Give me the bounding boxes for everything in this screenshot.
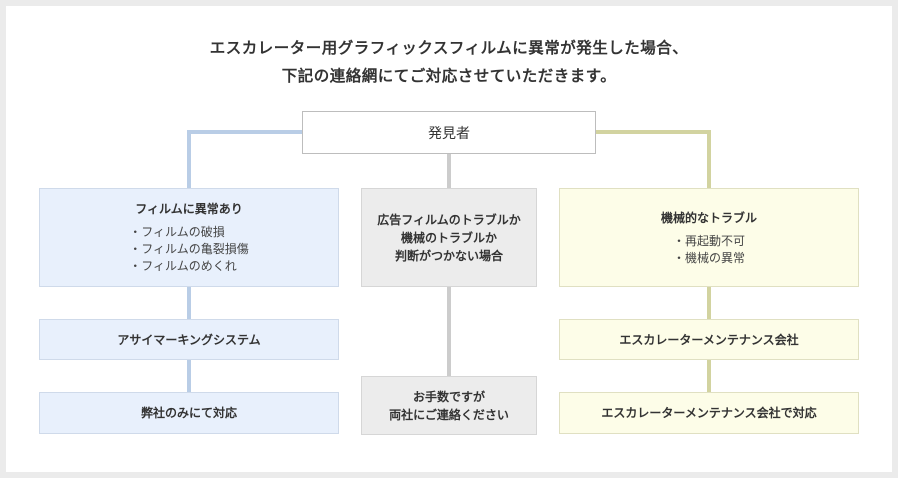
asai-marking-label: アサイマーキングシステム	[117, 332, 261, 347]
maintenance-handles-box: エスカレーターメンテナンス会社で対応	[559, 392, 859, 434]
contact-both-line-1: お手数ですが	[412, 389, 485, 404]
connector-blue-vertical-top	[187, 130, 191, 189]
list-item: 機械の異常	[673, 250, 745, 267]
connector-blue-vertical-mid	[187, 286, 191, 320]
connector-yellow-horizontal	[595, 130, 711, 134]
film-issue-box: フィルムに異常あり フィルムの破損 フィルムの亀裂損傷 フィルムのめくれ	[39, 188, 339, 287]
mechanical-trouble-box: 機械的なトラブル 再起動不可 機械の異常	[559, 188, 859, 287]
connector-gray-vertical-low	[447, 286, 451, 377]
connector-yellow-vertical-mid	[707, 286, 711, 320]
heading-line-1: エスカレーター用グラフィックスフィルムに異常が発生した場合、	[209, 39, 689, 57]
connector-yellow-vertical-low	[707, 359, 711, 393]
connector-gray-vertical-top	[447, 153, 451, 189]
our-company-only-label: 弊社のみにて対応	[140, 406, 237, 420]
list-item: フィルムの亀裂損傷	[129, 241, 249, 258]
unclear-trouble-line-1: 広告フィルムのトラブルか	[377, 212, 521, 227]
mechanical-trouble-title: 機械的なトラブル	[660, 210, 757, 225]
heading-line-2: 下記の連絡網にてご対応させていただきます。	[281, 67, 617, 85]
connector-blue-horizontal	[187, 130, 303, 134]
film-issue-title: フィルムに異常あり	[135, 202, 243, 216]
unclear-trouble-line-3: 判断がつかない場合	[394, 248, 503, 263]
our-company-only-box: 弊社のみにて対応	[39, 392, 339, 434]
connector-yellow-vertical-top	[707, 130, 711, 189]
list-item: フィルムの破損	[129, 224, 249, 241]
list-item: 再起動不可	[673, 233, 745, 250]
unclear-trouble-line-2: 機械のトラブルか	[400, 230, 497, 245]
maintenance-handles-label: エスカレーターメンテナンス会社で対応	[601, 406, 817, 420]
discoverer-box: 発見者	[302, 111, 596, 154]
contact-both-box: お手数ですが 両社にご連絡ください	[361, 376, 537, 435]
unclear-trouble-box: 広告フィルムのトラブルか 機械のトラブルか 判断がつかない場合	[361, 188, 537, 287]
connector-blue-vertical-low	[187, 359, 191, 393]
list-item: フィルムのめくれ	[129, 258, 249, 275]
maintenance-company-label: エスカレーターメンテナンス会社	[619, 332, 799, 347]
mechanical-trouble-list: 再起動不可 機械の異常	[673, 233, 745, 267]
discoverer-label: 発見者	[428, 125, 470, 142]
asai-marking-box: アサイマーキングシステム	[39, 319, 339, 360]
maintenance-company-box: エスカレーターメンテナンス会社	[559, 319, 859, 360]
contact-both-line-2: 両社にご連絡ください	[389, 407, 509, 422]
film-issue-list: フィルムの破損 フィルムの亀裂損傷 フィルムのめくれ	[129, 224, 249, 275]
